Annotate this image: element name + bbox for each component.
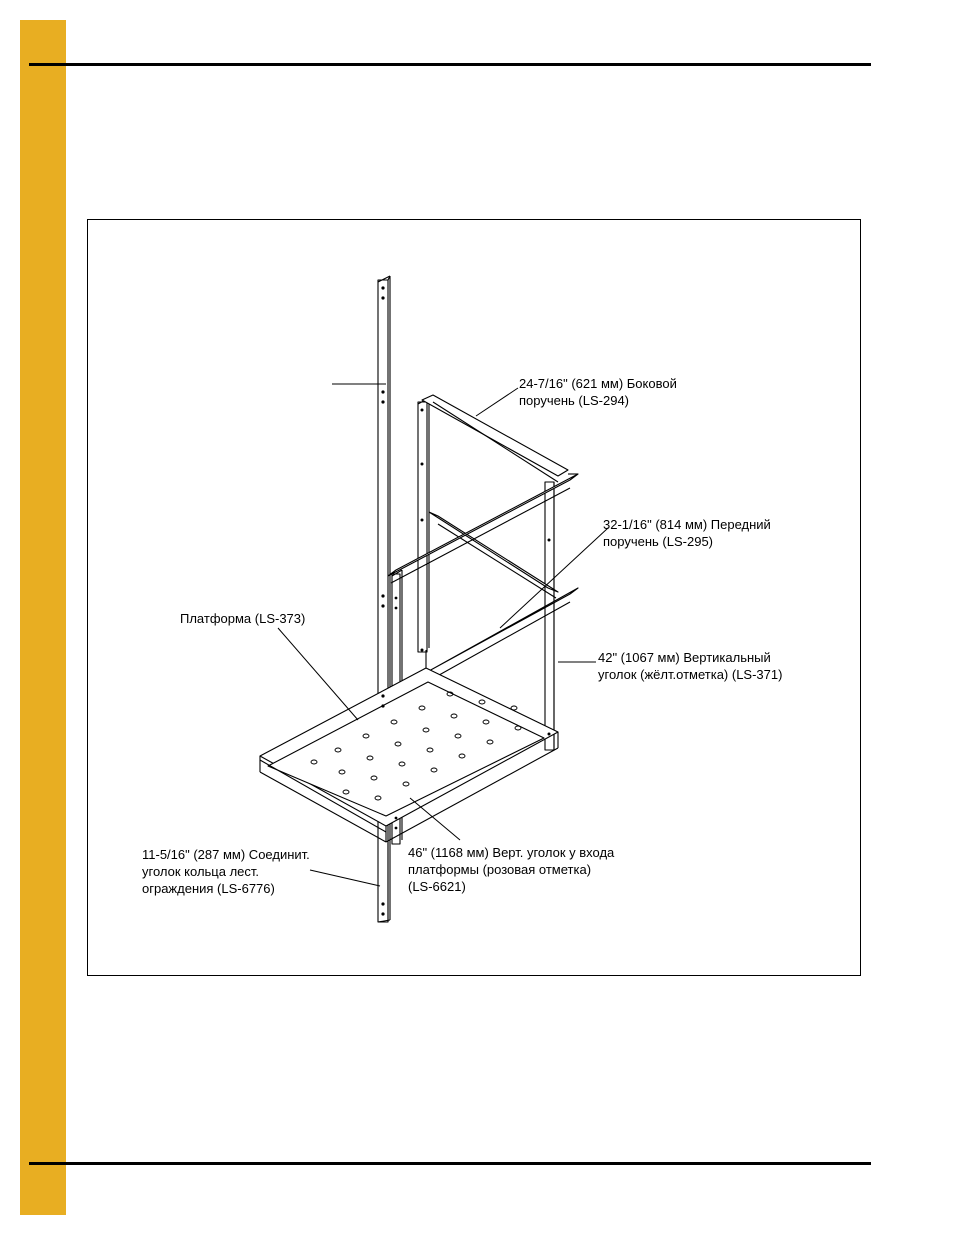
back-left-post: [417, 397, 430, 653]
top-rule: [29, 63, 871, 66]
platform-label: Платформа (LS-373): [180, 611, 306, 626]
side-rail-upper: [421, 394, 569, 483]
front-rail-upper: [387, 473, 579, 584]
right-post: [544, 481, 555, 751]
figure-frame: 24-7/16" (621 мм) Боковой поручень (LS-2…: [87, 219, 861, 976]
side-rail-lower: [428, 511, 559, 599]
leader-lines: [277, 383, 609, 887]
deck-perforations: [310, 691, 522, 801]
accent-side-band: [20, 20, 66, 1215]
bottom-rule: [29, 1162, 871, 1165]
connector-angle-label: 11-5/16" (287 мм) Соединит. уголок кольц…: [142, 847, 310, 896]
platform-deck: [259, 650, 559, 843]
vertical-angle-label: 42" (1067 мм) Вертикальный уголок (жёлт.…: [598, 650, 783, 682]
bolt-holes: [381, 286, 551, 916]
side-rail-label: 24-7/16" (621 мм) Боковой поручень (LS-2…: [519, 376, 677, 408]
entry-angle-label: 46" (1168 мм) Верт. уголок у входа платф…: [408, 845, 615, 894]
front-rail-label: 32-1/16" (814 мм) Передний поручень (LS-…: [603, 517, 771, 549]
platform-assembly-drawing: [259, 275, 609, 923]
